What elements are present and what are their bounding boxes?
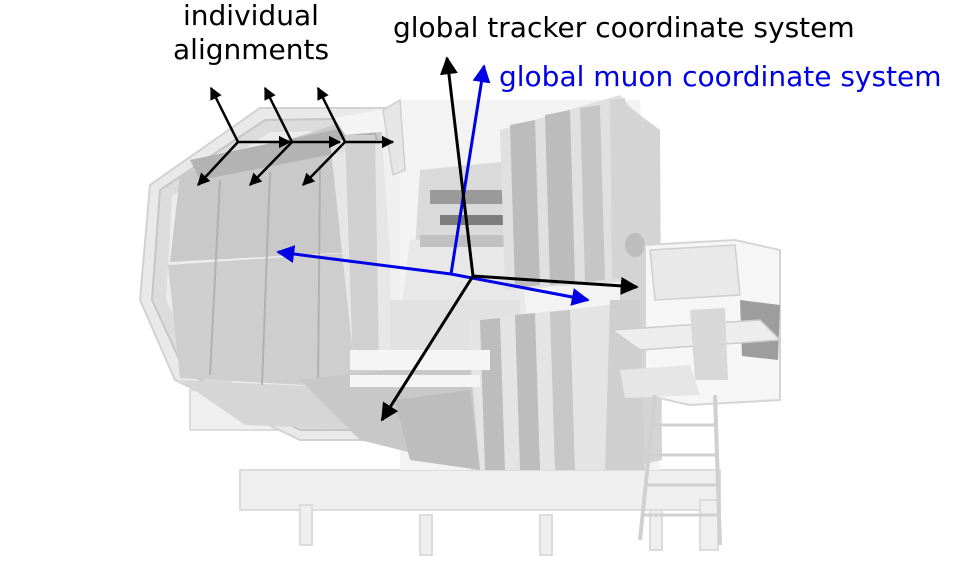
- alignment-frame-2: [249, 86, 342, 186]
- muon-axis-x: [276, 245, 452, 276]
- individual-alignments-label-line1: individual: [183, 0, 319, 32]
- tracker-axis-z: [472, 274, 639, 295]
- muon-axis-y: [449, 64, 491, 275]
- tracker-axis-y: [439, 56, 475, 277]
- alignment-frame-1: [197, 86, 292, 186]
- left-endcap: [138, 105, 410, 441]
- muon-axis-z: [450, 272, 590, 306]
- tracker-axis-x: [380, 275, 475, 422]
- individual-alignment-axes: [197, 86, 395, 186]
- detector-drawing: [138, 95, 782, 556]
- tracker-coordinate-label: global tracker coordinate system: [393, 11, 855, 44]
- muon-coordinate-label: global muon coordinate system: [499, 60, 942, 93]
- tracker-coordinate-axes: [380, 56, 639, 422]
- muon-coordinate-axes: [276, 64, 590, 306]
- right-platform: [609, 238, 782, 546]
- individual-alignments-label-line2: alignments: [173, 33, 330, 66]
- alignment-frame-3: [302, 86, 395, 186]
